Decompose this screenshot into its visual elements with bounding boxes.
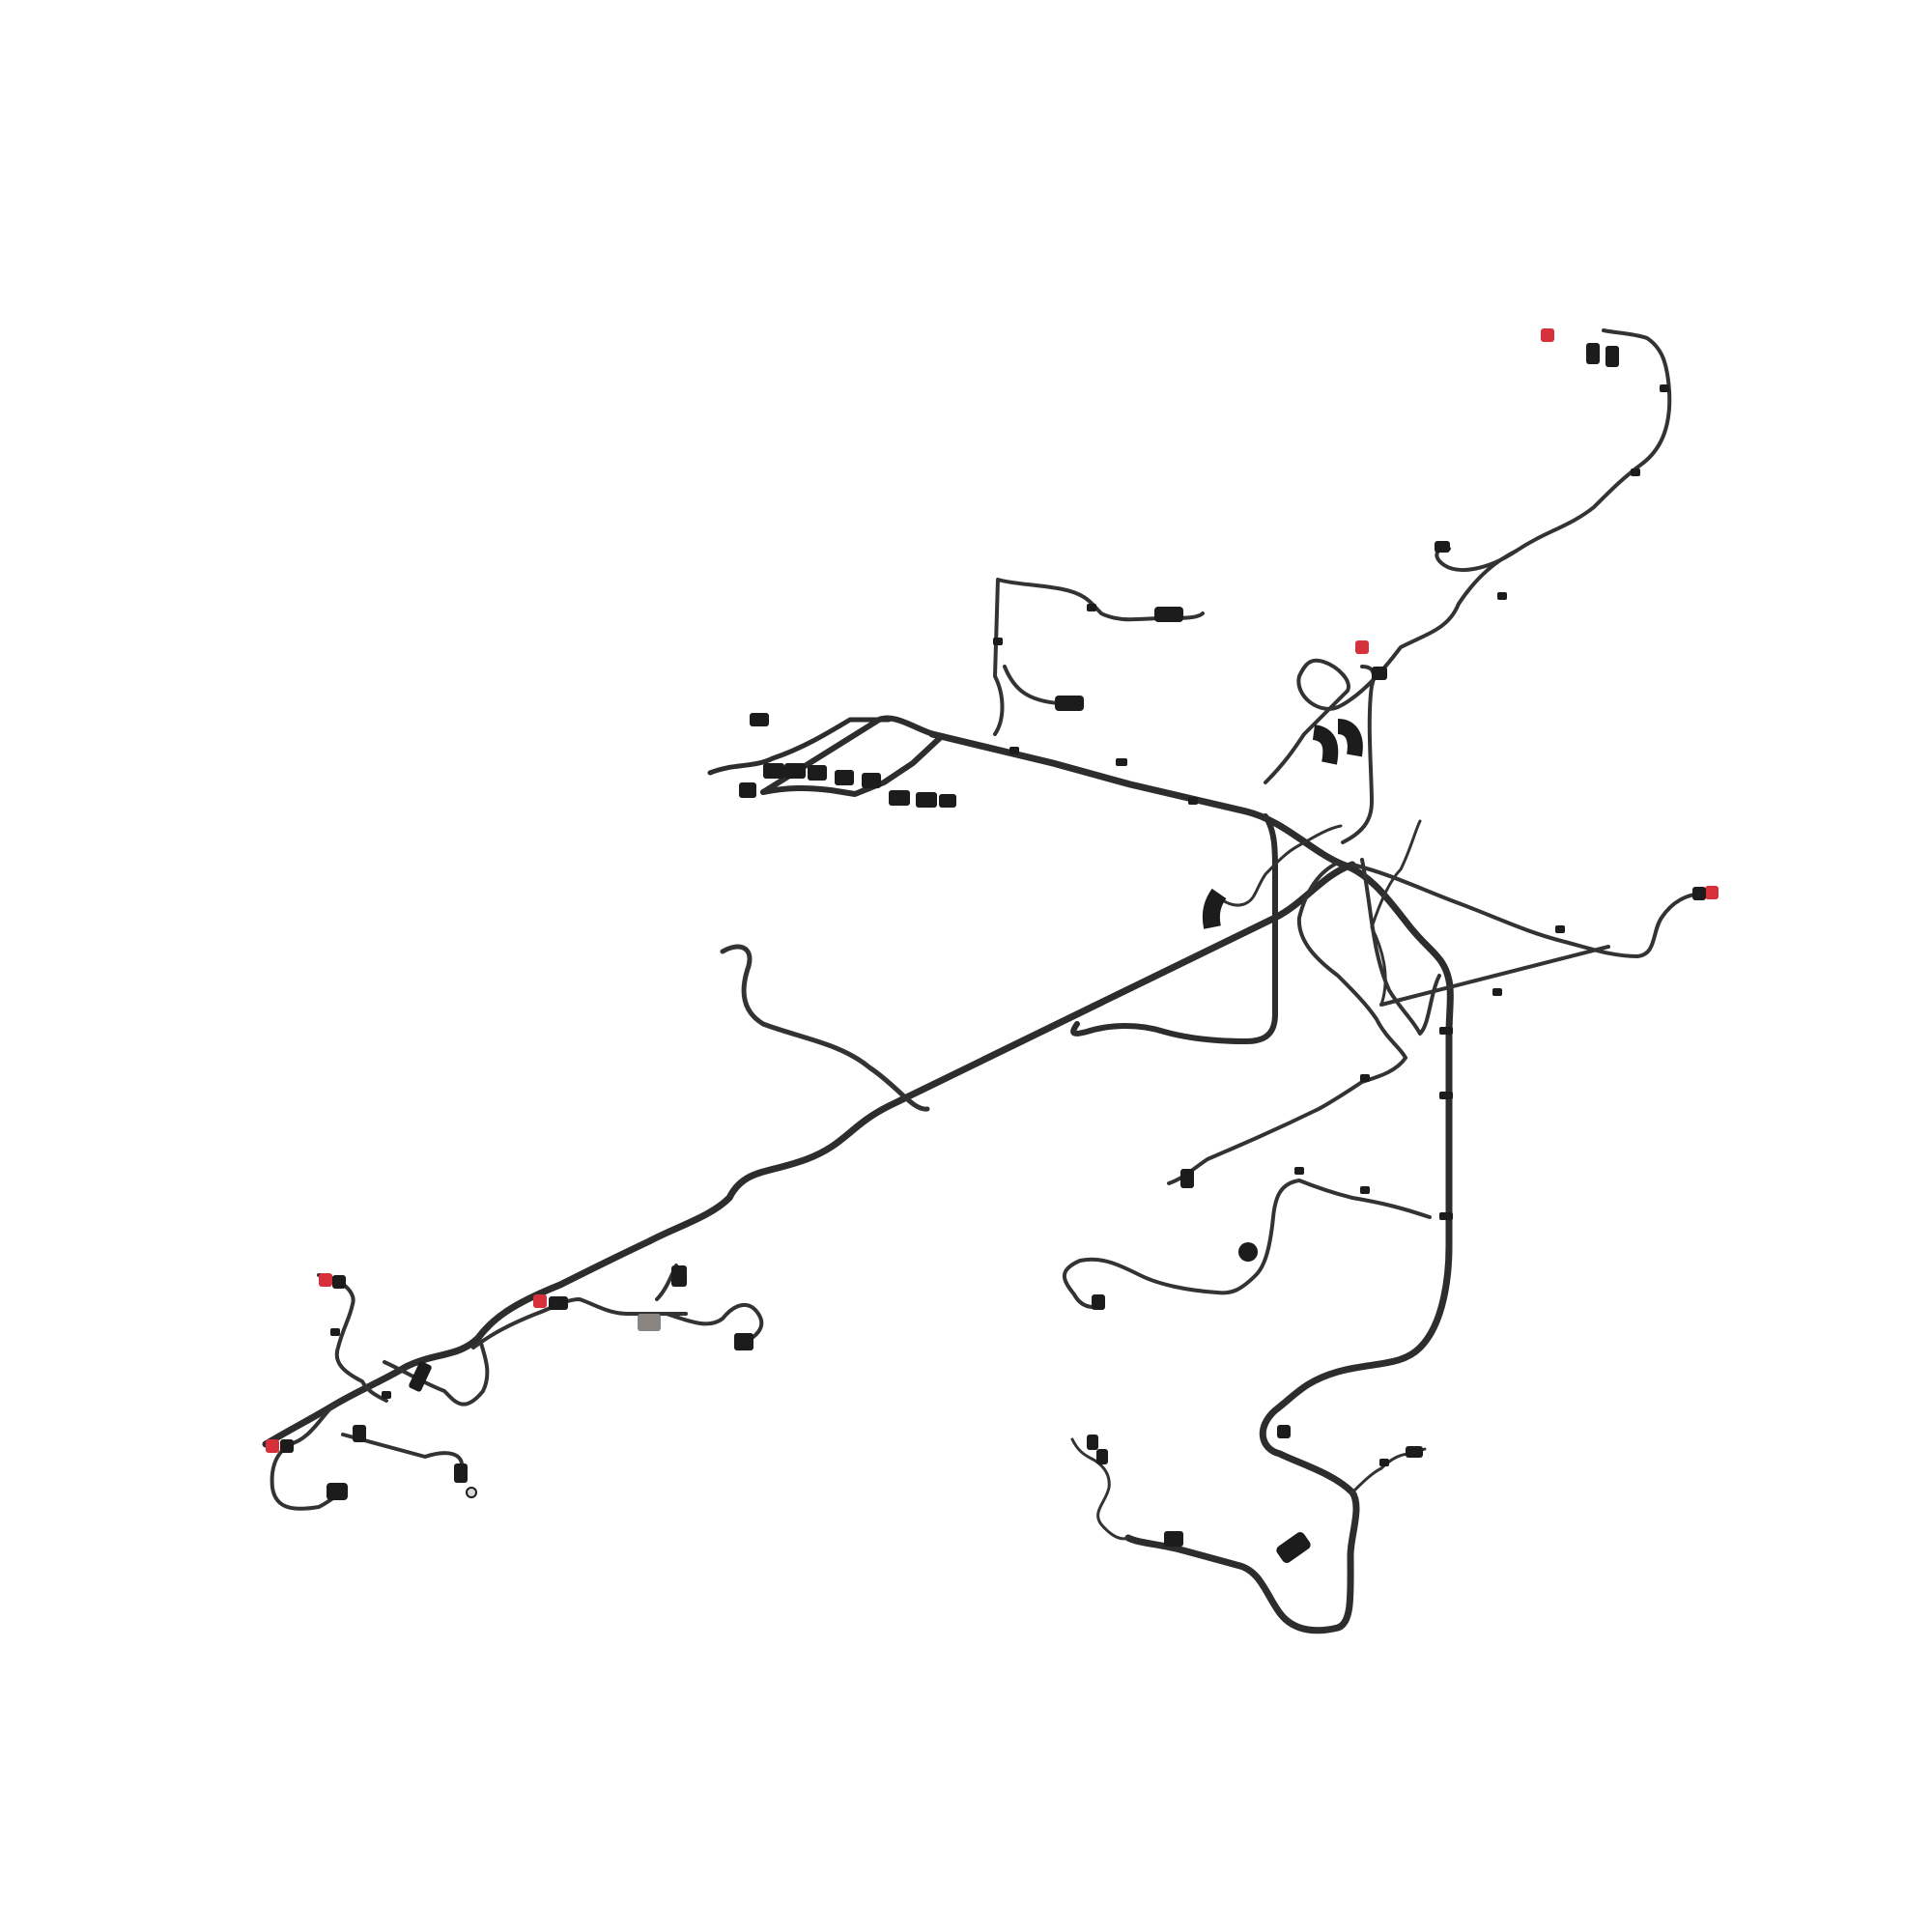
connector-icon xyxy=(784,763,806,779)
branch-bottom-riser xyxy=(1217,824,1343,907)
connector-icon xyxy=(1096,1449,1108,1464)
branch-left-d xyxy=(383,1341,490,1406)
clip-icon xyxy=(1188,797,1198,805)
connector-icon xyxy=(739,782,756,798)
connector-icon xyxy=(734,1333,753,1350)
clip-icon xyxy=(1631,469,1640,476)
trunk-vertical-branch xyxy=(1070,813,1278,1044)
connector-icon xyxy=(1092,1294,1105,1310)
connector-icon xyxy=(332,1275,346,1289)
branch-mid-loop xyxy=(1296,861,1407,1060)
elbow-connector-icon xyxy=(1202,888,1227,929)
ring-terminal-icon xyxy=(466,1487,477,1498)
trunk-upper-horizontal xyxy=(928,730,1454,1634)
connector-icon xyxy=(808,765,827,781)
clip-icon xyxy=(1009,747,1019,754)
branch-top-right xyxy=(1264,328,1672,784)
connector-icon xyxy=(916,792,937,808)
connector-icon xyxy=(353,1425,366,1442)
red-connector-icon xyxy=(1705,886,1719,899)
clip-icon xyxy=(1492,988,1502,996)
clip-icon xyxy=(382,1391,391,1399)
branch-lower-loop xyxy=(1062,1179,1432,1309)
clip-icon xyxy=(1439,1212,1453,1220)
branch-left-b xyxy=(270,1404,340,1511)
connector-icon xyxy=(763,763,784,779)
main-trunks xyxy=(262,715,1454,1634)
connector-icon xyxy=(1055,696,1084,711)
branch-left-a xyxy=(317,1273,388,1403)
connector-icon xyxy=(750,713,769,726)
connector-icon xyxy=(862,773,881,788)
red-connector-icon xyxy=(1541,328,1554,342)
connector-icon xyxy=(1692,887,1706,900)
branch-far-right xyxy=(1350,863,1707,958)
elbow-connector-icon xyxy=(1312,724,1339,765)
connector-icon xyxy=(1154,607,1183,622)
clip-icon xyxy=(1294,1167,1304,1175)
connector-icon xyxy=(671,1265,687,1287)
connector-icon xyxy=(327,1483,348,1500)
branch-right-low xyxy=(1379,945,1610,1007)
connector-icon xyxy=(939,794,956,808)
trunk-diagonal xyxy=(262,861,1356,1448)
connector-icon xyxy=(889,790,910,806)
connector-icon xyxy=(1087,1435,1098,1450)
connector-icon xyxy=(1180,1169,1194,1188)
clip-icon xyxy=(993,638,1003,645)
clip-icon xyxy=(1439,1027,1453,1035)
branch-bottom-right-tail xyxy=(1350,1447,1427,1494)
red-connector-icon xyxy=(533,1294,547,1308)
connector-icon xyxy=(409,1361,432,1392)
clip-icon xyxy=(1360,1186,1370,1194)
clip-icon xyxy=(1116,758,1127,766)
branch-mid-s xyxy=(1360,858,1441,1036)
connector-icon xyxy=(280,1439,294,1453)
clip-icon xyxy=(1660,384,1669,392)
elbow-connector-icon xyxy=(1337,719,1363,757)
connectors xyxy=(266,328,1719,1563)
branches xyxy=(270,328,1707,1541)
connector-icon xyxy=(835,770,854,785)
red-connector-icon xyxy=(1355,640,1369,654)
connector-icon xyxy=(1586,343,1600,364)
connector-icon xyxy=(1406,1446,1423,1458)
branch-hook xyxy=(720,944,930,1112)
red-connector-icon xyxy=(266,1439,279,1453)
clip-icon xyxy=(1360,1074,1370,1082)
connector-icon xyxy=(1276,1532,1311,1563)
clip-icon xyxy=(1439,1092,1453,1099)
connector-icon xyxy=(1435,541,1450,553)
connector-icon xyxy=(638,1314,661,1331)
connector-icon xyxy=(454,1463,468,1483)
connector-icon xyxy=(1605,346,1619,367)
clip-icon xyxy=(1379,1459,1389,1466)
red-connector-icon xyxy=(319,1273,332,1287)
clips xyxy=(330,384,1669,1466)
branch-lower-mid xyxy=(1167,1056,1407,1185)
trunk-left-lower xyxy=(707,717,892,776)
connector-icon xyxy=(1238,1242,1258,1262)
connector-icon xyxy=(1372,667,1387,680)
branch-bottom-left-tail xyxy=(1070,1437,1130,1541)
branch-top-inner xyxy=(1003,665,1060,705)
clip-icon xyxy=(1087,604,1096,611)
clip-icon xyxy=(1555,925,1565,933)
clip-icon xyxy=(1497,592,1507,600)
connector-icon xyxy=(1277,1425,1291,1438)
connector-icon xyxy=(549,1296,568,1310)
branch-top-bracket xyxy=(993,578,1205,736)
branch-left-f xyxy=(665,1303,764,1345)
clip-icon xyxy=(330,1328,340,1336)
branch-diagonal-up xyxy=(1370,819,1422,1007)
connector-icon xyxy=(1164,1531,1183,1547)
